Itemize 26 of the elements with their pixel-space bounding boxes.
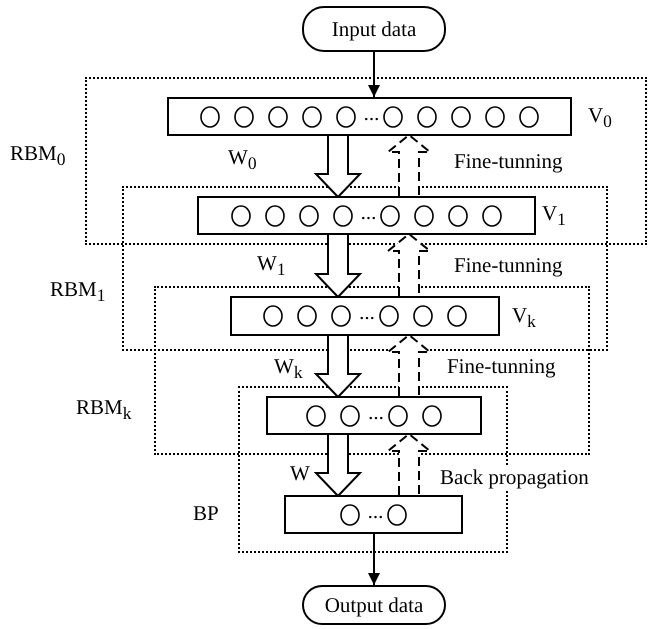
layer-box xyxy=(284,495,463,534)
layer-label: V$_{0}$ xyxy=(588,104,612,132)
arrow xyxy=(368,52,380,97)
arrow xyxy=(368,534,380,585)
group-label: RBM$_{0}$ xyxy=(10,142,66,170)
ellipsis-text: ... xyxy=(359,301,375,325)
ellipsis-text: ... xyxy=(364,102,380,126)
hollow-arrow xyxy=(314,135,362,198)
layer-box xyxy=(230,296,500,336)
layer-box xyxy=(167,97,572,136)
ellipsis-text: ... xyxy=(368,500,384,524)
layer-label: V$_{1}$ xyxy=(542,202,566,230)
hollow-arrow xyxy=(314,234,362,298)
hollow-arrow xyxy=(314,434,362,498)
ellipsis-text: ... xyxy=(368,400,384,424)
layer-box xyxy=(197,196,536,235)
edge-label: Back propagation xyxy=(438,466,591,490)
layer-label: V$_{k}$ xyxy=(512,304,536,332)
ellipsis-text: ... xyxy=(360,200,376,224)
layer-box xyxy=(266,396,482,435)
group-label: RBM$_{1}$ xyxy=(50,278,106,306)
group-label: BP xyxy=(193,502,219,526)
group-label: RBM$_{k}$ xyxy=(76,396,132,424)
terminal-node: Output data xyxy=(302,585,446,625)
hollow-arrow xyxy=(314,335,362,398)
terminal-node: Input data xyxy=(302,6,446,52)
